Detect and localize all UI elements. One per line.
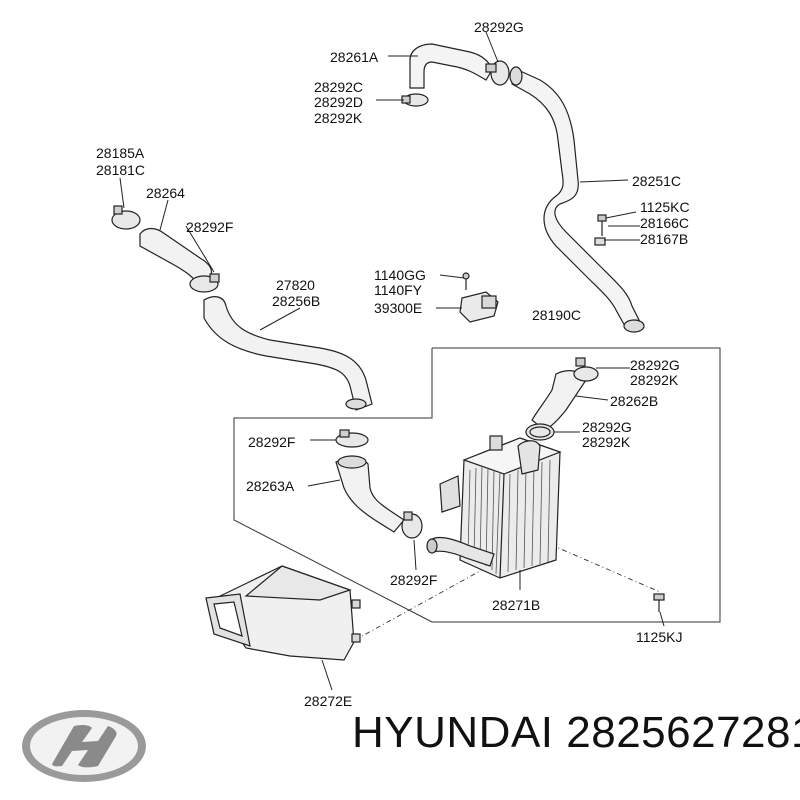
label-28292C: 28292C bbox=[314, 79, 363, 95]
clamp-28185A bbox=[111, 205, 141, 230]
label-28292F-left: 28292F bbox=[186, 219, 233, 235]
label-1125KJ: 1125KJ bbox=[636, 629, 682, 645]
part-number: 2825627281 bbox=[566, 708, 800, 757]
label-28262B: 28262B bbox=[610, 393, 658, 409]
assembly-frame bbox=[233, 347, 721, 623]
label-28292G-low: 28292G bbox=[582, 419, 632, 435]
label-28292K-mid: 28292K bbox=[630, 372, 679, 388]
label-28190C: 28190C bbox=[532, 307, 581, 323]
label-1125KC: 1125KC bbox=[640, 199, 690, 215]
label-1140GG: 1140GG bbox=[374, 267, 426, 283]
label-1140FY: 1140FY bbox=[374, 282, 423, 298]
label-28271B: 28271B bbox=[492, 597, 540, 613]
intercooler-28271B bbox=[439, 435, 562, 579]
center-line-bolt bbox=[539, 539, 661, 593]
label-28256B: 28256B bbox=[272, 293, 320, 309]
hose-28264 bbox=[139, 227, 213, 285]
hose-28263A bbox=[335, 455, 405, 533]
bolt-1125KJ bbox=[653, 593, 665, 612]
clamp-28292C bbox=[401, 93, 429, 107]
label-28181C: 28181C bbox=[96, 162, 145, 178]
bolt-1125KC bbox=[594, 214, 607, 246]
label-28292F-bot: 28292F bbox=[390, 572, 437, 588]
clamp-28292G-top bbox=[485, 60, 510, 86]
hose-28261A bbox=[409, 43, 493, 89]
hose-28251C bbox=[509, 66, 645, 333]
duct-28272E bbox=[205, 565, 361, 661]
label-27820: 27820 bbox=[276, 277, 315, 293]
label-28292K-top: 28292K bbox=[314, 110, 363, 126]
center-line-bottom bbox=[354, 559, 501, 641]
label-28292G-mid: 28292G bbox=[630, 357, 680, 373]
label-28272E: 28272E bbox=[304, 693, 352, 709]
label-28167B: 28167B bbox=[640, 231, 688, 247]
label-28292F-mid: 28292F bbox=[248, 434, 295, 450]
sensor-39300E bbox=[459, 272, 499, 323]
label-28251C: 28251C bbox=[632, 173, 681, 189]
brand-name: HYUNDAI bbox=[352, 708, 554, 757]
label-28292K-low: 28292K bbox=[582, 434, 631, 450]
clamp-28292G-low bbox=[525, 423, 555, 441]
label-28292D: 28292D bbox=[314, 94, 363, 110]
leader-lines bbox=[119, 31, 665, 691]
label-28292G-top: 28292G bbox=[474, 19, 524, 35]
clamp-28292G-mid bbox=[573, 357, 599, 382]
label-28261A: 28261A bbox=[330, 49, 379, 65]
clamp-28292F-bot bbox=[401, 511, 423, 539]
clamp-28292F-left bbox=[189, 273, 220, 293]
brand-caption: HYUNDAI 2825627281 bbox=[352, 708, 800, 758]
pipe-lower bbox=[426, 536, 495, 567]
hyundai-logo bbox=[22, 710, 146, 782]
label-28264: 28264 bbox=[146, 185, 185, 201]
label-28185A: 28185A bbox=[96, 145, 145, 161]
clamp-28292F-mid bbox=[335, 429, 369, 448]
label-39300E: 39300E bbox=[374, 300, 422, 316]
hose-28256B bbox=[203, 296, 373, 411]
label-28263A: 28263A bbox=[246, 478, 295, 494]
label-28166C: 28166C bbox=[640, 215, 689, 231]
